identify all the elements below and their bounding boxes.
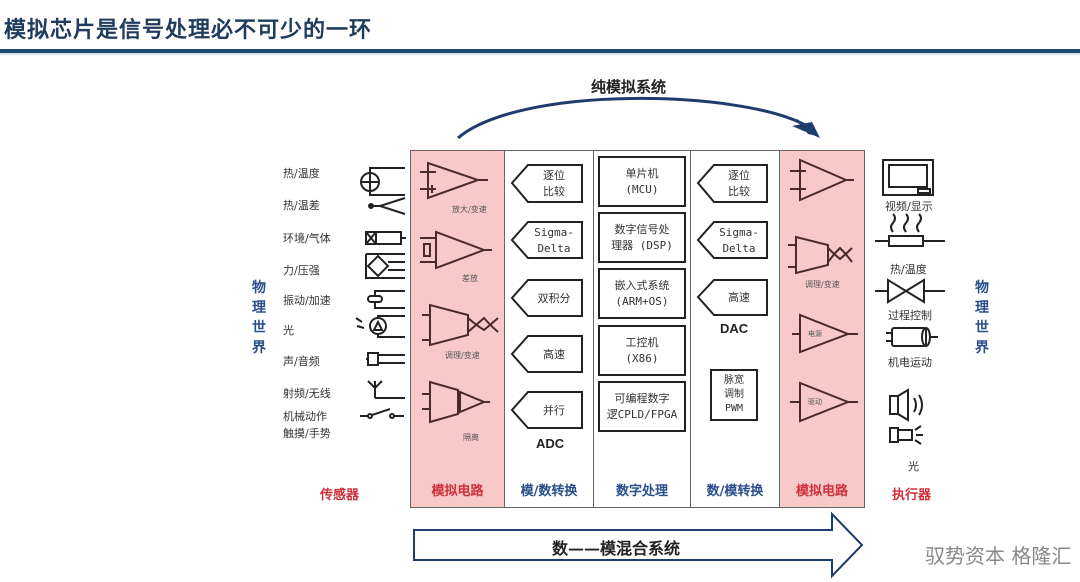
actuators-title: 执行器: [892, 488, 932, 503]
sensor-label: 机械动作: [283, 410, 327, 423]
thermometer-sensor-icon: [360, 167, 405, 196]
analog-left-amps: [420, 161, 499, 424]
actuator-label: 光: [908, 460, 919, 473]
sensor-label: 热/温差: [283, 199, 320, 212]
physical-world-right: 物 理 世 界: [975, 280, 989, 356]
dac-item: Sigma-Delta: [719, 225, 759, 255]
watermark: 驭势资本 格隆汇: [925, 544, 1072, 568]
dac-item: 逐位比较: [728, 169, 750, 198]
sensor-icons: [355, 167, 406, 419]
actuator-icons: [875, 159, 945, 445]
adc-shapes: [510, 164, 583, 429]
analog-left-column: 模拟电路: [410, 150, 505, 508]
analog-right-amps: [788, 158, 858, 423]
isolation-amp-icon: [422, 380, 490, 424]
thermocouple-icon: [368, 197, 406, 215]
motor-icon: [886, 327, 938, 347]
sensor-label: 热/温度: [283, 167, 320, 180]
adc-column: 模/数转换: [504, 150, 594, 508]
page-title: 模拟芯片是信号处理必不可少的一环: [4, 18, 373, 43]
sensor-label: 振动/加速: [283, 294, 331, 307]
microphone-icon: [366, 352, 405, 366]
dac-title: 数/模转换: [706, 484, 764, 499]
analog-system-label: 纯模拟系统: [591, 78, 667, 96]
amp-label: 调理/变速: [445, 351, 480, 360]
analog-right-title: 模拟电路: [795, 484, 848, 499]
analog-system-arrow: [457, 97, 806, 140]
driver-amp-icon: [790, 381, 858, 423]
amp-label: 差放: [462, 274, 478, 283]
power-amp-icon: [792, 313, 858, 354]
dac-label: DAC: [720, 321, 749, 336]
analog-left-title: 模拟电路: [431, 484, 484, 499]
valve-icon: [875, 278, 945, 304]
digital-item-x86: 工控机(X86): [598, 325, 686, 376]
mixed-system-arrow: [413, 511, 864, 579]
adc-item: 双积分: [537, 291, 571, 305]
lamp-icon: [889, 425, 923, 445]
heater-icon: [875, 213, 945, 247]
dac-column: 数/模转换: [690, 150, 780, 508]
adc-item: 逐位比较: [543, 169, 565, 198]
digital-title: 数字处理: [615, 484, 668, 499]
adc-item: Sigma-Delta: [534, 225, 574, 255]
differential-amp-icon: [420, 230, 492, 270]
switch-icon: [360, 408, 404, 419]
pressure-sensor-icon: [365, 253, 405, 279]
speaker-icon: [889, 388, 923, 422]
antenna-icon: [367, 380, 405, 399]
gas-sensor-icon: [365, 231, 406, 245]
light-sensor-icon: [355, 315, 405, 338]
amplifier-icon: [420, 161, 488, 200]
digital-item-dsp: 数字信号处理器 (DSP): [598, 212, 686, 263]
amp-label: 驱动: [808, 398, 822, 406]
adc-label: ADC: [536, 436, 565, 451]
vibration-sensor-icon: [367, 290, 405, 309]
adc-item: 并行: [543, 403, 565, 417]
actuator-label: 过程控制: [888, 309, 932, 322]
analog-right-column: 模拟电路: [779, 150, 865, 508]
digital-item-arm: 嵌入式系统(ARM+OS): [598, 268, 686, 319]
adc-item: 高速: [543, 347, 565, 361]
actuator-label: 视频/显示: [885, 200, 933, 213]
sensor-label: 声/音频: [283, 355, 320, 368]
adc-title: 模/数转换: [520, 484, 578, 499]
analog-arrow-head-fill: [792, 122, 820, 138]
conditioning-amp-icon: [422, 303, 499, 347]
amp-label: 电源: [808, 330, 822, 338]
digital-item-mcu: 单片机(MCU): [598, 156, 686, 207]
mixed-system-label: 数——模混合系统: [552, 539, 681, 558]
sensor-label: 触摸/手势: [283, 427, 331, 440]
physical-world-left: 物 理 世 界: [252, 280, 266, 356]
sensor-label: 力/压强: [283, 264, 320, 277]
sensor-label: 射频/无线: [283, 387, 331, 400]
amplifier-icon: [790, 158, 854, 202]
dac-shapes: [696, 164, 768, 316]
amp-label: 调理/变速: [805, 280, 840, 289]
display-icon: [882, 159, 934, 196]
actuator-label: 机电运动: [888, 356, 932, 369]
conditioning-amp-icon: [788, 235, 853, 275]
sensor-label: 环境/气体: [283, 232, 331, 245]
amp-label: 隔离: [463, 433, 479, 442]
dac-item: 高速: [728, 291, 750, 304]
actuator-label: 热/温度: [890, 263, 927, 276]
title-divider: [0, 49, 1080, 55]
digital-item-fpga: 可编程数字逻CPLD/FPGA: [598, 381, 686, 432]
amp-label: 放大/变速: [452, 205, 487, 214]
sensors-title: 传感器: [320, 488, 360, 503]
sensor-label: 光: [283, 324, 294, 337]
